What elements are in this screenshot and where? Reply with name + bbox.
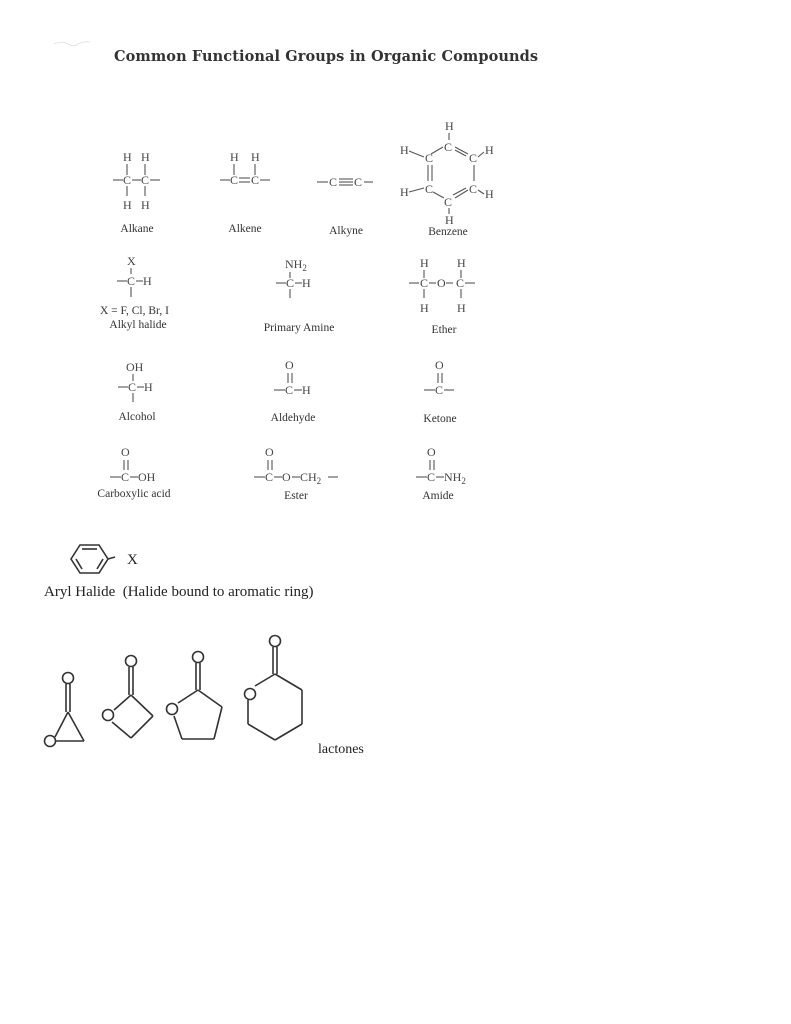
svg-text:C: C <box>425 182 433 196</box>
benzene-label: Benzene <box>428 226 468 238</box>
ester-label: Ester <box>284 490 308 502</box>
svg-text:H: H <box>251 150 260 164</box>
svg-text:O: O <box>282 470 291 484</box>
aldehyde-structure: O C H <box>274 358 311 397</box>
svg-text:C: C <box>128 380 136 394</box>
svg-text:C: C <box>251 173 259 187</box>
svg-text:O: O <box>285 358 294 372</box>
primary-amine-label: Primary Amine <box>263 322 335 334</box>
ketone-label: Ketone <box>423 413 457 425</box>
carboxylic-acid-label: Carboxylic acid <box>97 488 171 500</box>
svg-text:H: H <box>457 256 466 270</box>
svg-text:C: C <box>123 173 131 187</box>
svg-text:OH: OH <box>126 360 144 374</box>
svg-text:C: C <box>444 140 452 154</box>
ether-structure: H H C O C H H <box>409 256 475 315</box>
aryl-substituent: X <box>127 552 138 568</box>
svg-text:C: C <box>265 470 273 484</box>
alkene-structure: H H C C <box>220 150 270 187</box>
svg-text:O: O <box>121 445 130 459</box>
svg-text:H: H <box>141 198 150 212</box>
svg-text:C: C <box>141 173 149 187</box>
alkane-structure: H H C C H H <box>113 150 160 212</box>
svg-text:H: H <box>141 150 150 164</box>
svg-text:H: H <box>445 213 454 227</box>
svg-text:H: H <box>400 185 409 199</box>
lactone-6-ring <box>243 634 303 741</box>
primary-amine-structure: NH2 C H <box>276 257 311 298</box>
svg-text:H: H <box>420 301 429 315</box>
svg-text:H: H <box>457 301 466 315</box>
svg-text:C: C <box>354 175 362 189</box>
carboxylic-acid-structure: O C OH <box>110 445 156 484</box>
lactone-3-ring <box>43 671 85 748</box>
svg-text:H: H <box>485 143 494 157</box>
svg-text:H: H <box>302 383 311 397</box>
lactones-label: lactones <box>318 742 364 757</box>
aldehyde-label: Aldehyde <box>270 412 316 424</box>
svg-text:H: H <box>302 276 311 290</box>
svg-text:C: C <box>121 470 129 484</box>
svg-text:O: O <box>437 276 446 290</box>
alkyne-structure: C C <box>317 175 373 189</box>
svg-text:C: C <box>435 383 443 397</box>
ether-label: Ether <box>431 324 457 336</box>
alkyne-label: Alkyne <box>329 225 363 237</box>
svg-text:CH2: CH2 <box>300 470 321 486</box>
svg-text:O: O <box>265 445 274 459</box>
svg-text:H: H <box>123 150 132 164</box>
svg-text:C: C <box>427 470 435 484</box>
svg-text:H: H <box>230 150 239 164</box>
svg-text:C: C <box>329 175 337 189</box>
svg-text:H: H <box>485 187 494 201</box>
svg-text:C: C <box>444 195 452 209</box>
lactone-4-ring <box>101 654 154 739</box>
alkyl-halide-structure: X C H <box>117 254 152 297</box>
lactone-5-ring <box>165 650 223 740</box>
amide-label: Amide <box>422 490 454 502</box>
ester-structure: O C O CH2 <box>254 445 338 486</box>
svg-text:C: C <box>456 276 464 290</box>
svg-text:C: C <box>127 274 135 288</box>
alkyl-halide-note: X = F, Cl, Br, I <box>100 305 169 317</box>
svg-text:NH2: NH2 <box>285 257 307 273</box>
alcohol-structure: OH C H <box>118 360 153 402</box>
page-title: Common Functional Groups in Organic Comp… <box>114 48 539 65</box>
svg-text:H: H <box>400 143 409 157</box>
svg-text:H: H <box>445 119 454 133</box>
alcohol-label: Alcohol <box>118 411 156 423</box>
svg-text:NH2: NH2 <box>444 470 466 486</box>
ketone-structure: O C <box>424 358 454 397</box>
svg-text:OH: OH <box>138 470 156 484</box>
svg-text:O: O <box>435 358 444 372</box>
svg-text:H: H <box>123 198 132 212</box>
svg-text:H: H <box>143 274 152 288</box>
benzene-ring-icon <box>70 544 116 574</box>
alkane-label: Alkane <box>120 223 154 235</box>
svg-text:O: O <box>427 445 436 459</box>
svg-text:C: C <box>420 276 428 290</box>
svg-text:C: C <box>425 151 433 165</box>
svg-text:C: C <box>469 182 477 196</box>
svg-text:X: X <box>127 254 136 268</box>
scan-artifact <box>53 41 91 47</box>
aryl-halide-caption: Aryl Halide (Halide bound to aromatic ri… <box>44 584 314 600</box>
svg-text:C: C <box>286 276 294 290</box>
svg-text:H: H <box>420 256 429 270</box>
alkene-label: Alkene <box>228 223 262 235</box>
svg-text:C: C <box>285 383 293 397</box>
svg-text:C: C <box>230 173 238 187</box>
svg-text:C: C <box>469 151 477 165</box>
benzene-structure: H C C C H H C C H H C H <box>400 119 494 227</box>
svg-text:H: H <box>144 380 153 394</box>
alkyl-halide-label: Alkyl halide <box>109 319 167 331</box>
amide-structure: O C NH2 <box>416 445 466 486</box>
